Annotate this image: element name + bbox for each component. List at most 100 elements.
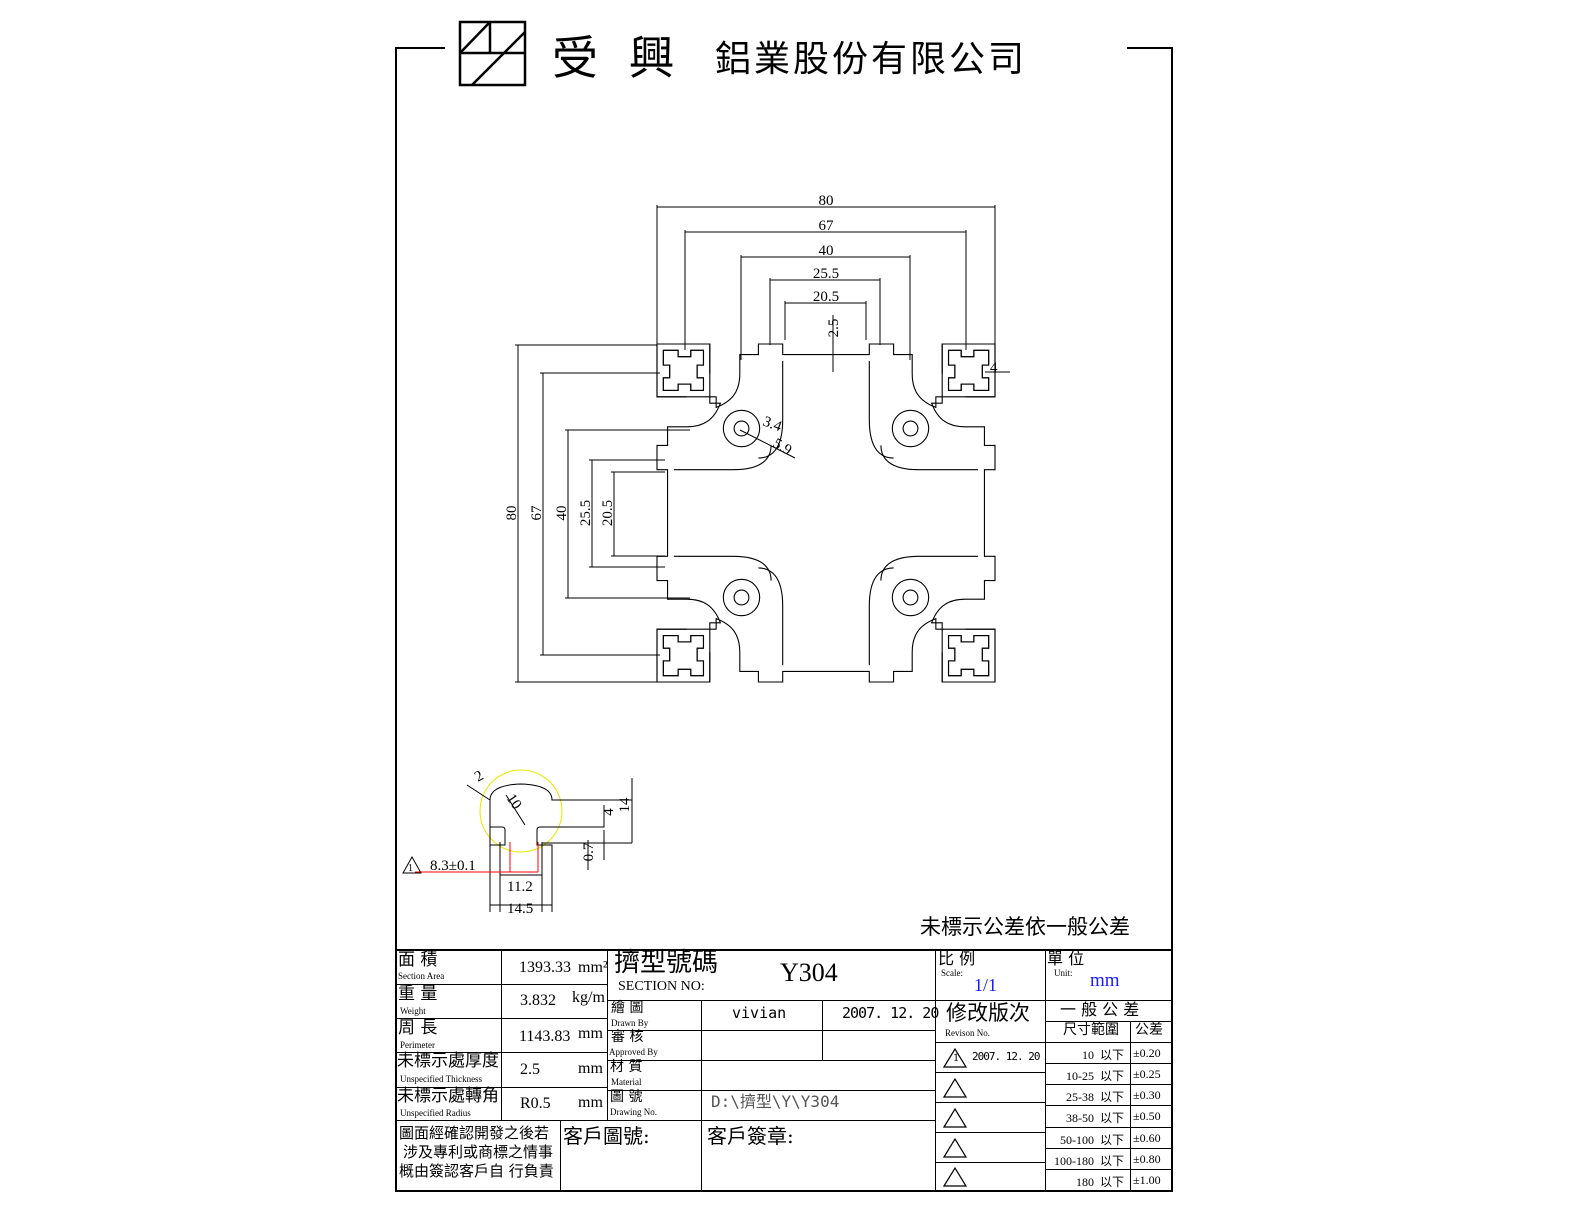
disclaimer-line: 概由簽認客戶自 行負責 bbox=[399, 1162, 554, 1180]
dimension-lines bbox=[515, 205, 1010, 683]
disclaimer: 圖面經確認開發之後若 涉及專利或商標之情事 概由簽認客戶自 行負責 bbox=[399, 1124, 554, 1181]
drawn-by-value: vivian bbox=[732, 1004, 787, 1022]
tolerance-row: 10-25 以下 bbox=[1045, 1063, 1131, 1085]
tolerance-range: 10 以下 bbox=[1081, 1048, 1124, 1062]
detail-lip: 0.7 bbox=[581, 842, 597, 861]
area-unit: mm² bbox=[578, 959, 608, 976]
tolerance-range: 50-100 以下 bbox=[1060, 1133, 1124, 1147]
unit-value: mm bbox=[1090, 970, 1120, 991]
tolerance-row: 38-50 以下 bbox=[1045, 1105, 1131, 1128]
tolerance-value: ±0.25 bbox=[1133, 1067, 1161, 1081]
drawing-no-value: D:\擠型\Y\Y304 bbox=[711, 1092, 840, 1111]
thickness-value: 2.5 bbox=[520, 1061, 540, 1078]
dim-top-25-5: 25.5 bbox=[813, 266, 839, 282]
weight-value: 3.832 bbox=[520, 992, 556, 1009]
drawn-date: 2007. 12. 20 bbox=[842, 1004, 939, 1022]
revision-triangles bbox=[942, 1047, 968, 1187]
detail-r10: 10 bbox=[503, 791, 525, 812]
tolerance-range: 180 以下 bbox=[1075, 1175, 1124, 1189]
tolerance-row: 25-38 以下 bbox=[1045, 1084, 1131, 1106]
tolerance-row: 100-180 以下 bbox=[1045, 1148, 1131, 1170]
perimeter-value: 1143.83 bbox=[519, 1028, 571, 1045]
radius-value: R0.5 bbox=[520, 1095, 551, 1112]
dim-left-67: 67 bbox=[529, 505, 545, 521]
area-value: 1393.33 bbox=[519, 959, 571, 976]
scale-label: 比 例 bbox=[938, 949, 976, 968]
dim-top-80: 80 bbox=[819, 193, 834, 209]
tolerance-range: 100-180 以下 bbox=[1054, 1154, 1124, 1168]
tolerance-col-value: 公差 bbox=[1135, 1022, 1163, 1038]
customer-drawing-no-label: 客戶圖號: bbox=[563, 1124, 650, 1148]
thickness-label-en: Unspecified Thickness bbox=[400, 1074, 483, 1084]
dim-hole-1: 3.4 bbox=[761, 414, 785, 436]
area-label: 面 積 bbox=[398, 950, 438, 970]
dim-lip: 4 bbox=[990, 360, 998, 376]
scale-label-en: Scale: bbox=[941, 968, 963, 978]
tolerance-value: ±0.60 bbox=[1133, 1131, 1161, 1145]
detail-depth: 4 bbox=[601, 808, 617, 816]
tolerance-value: ±0.50 bbox=[1133, 1109, 1161, 1123]
tolerance-range: 10-25 以下 bbox=[1066, 1069, 1124, 1083]
disclaimer-line: 涉及專利或商標之情事 bbox=[403, 1143, 554, 1161]
tolerance-cell: ±0.25 bbox=[1130, 1063, 1173, 1085]
detail-inner-width: 11.2 bbox=[507, 879, 533, 895]
scale-value: 1/1 bbox=[974, 975, 998, 995]
radius-label: 未標示處轉角 bbox=[397, 1086, 499, 1106]
revision-date: 2007. 12. 20 bbox=[972, 1050, 1040, 1063]
perimeter-label-en: Perimeter bbox=[400, 1040, 435, 1050]
general-tolerance-note: 未標示公差依一般公差 bbox=[920, 915, 1130, 939]
tolerance-range: 25-38 以下 bbox=[1066, 1090, 1124, 1104]
revision-label-en: Revison No. bbox=[945, 1028, 990, 1038]
dim-wall: 2.5 bbox=[826, 319, 842, 338]
slot-detail bbox=[402, 769, 633, 912]
weight-label-en: Weight bbox=[400, 1006, 426, 1016]
approved-by-label-en: Approved By bbox=[609, 1047, 658, 1057]
tolerance-cell: ±1.00 bbox=[1130, 1169, 1173, 1192]
thickness-label: 未標示處厚度 bbox=[397, 1051, 499, 1071]
tolerance-col-range: 尺寸範圍 bbox=[1063, 1022, 1119, 1038]
tolerance-value: ±0.30 bbox=[1133, 1088, 1161, 1102]
drawing-no-label: 圖 號 bbox=[610, 1089, 643, 1105]
detail-rev-mark: 1 bbox=[408, 863, 413, 874]
tolerance-cell: ±0.20 bbox=[1130, 1042, 1173, 1064]
section-no-label-en: SECTION NO: bbox=[618, 979, 705, 994]
tolerance-value: ±1.00 bbox=[1133, 1173, 1161, 1187]
tolerance-cell: ±0.80 bbox=[1130, 1148, 1173, 1170]
weight-unit: kg/m bbox=[572, 989, 605, 1006]
section-no-value: Y304 bbox=[780, 958, 838, 987]
detail-tolerance: 8.3±0.1 bbox=[430, 858, 476, 874]
tolerance-row: 50-100 以下 bbox=[1045, 1127, 1131, 1149]
thickness-unit: mm bbox=[578, 1060, 603, 1077]
disclaimer-line: 圖面經確認開發之後若 bbox=[399, 1124, 550, 1142]
tolerance-row: 180 以下 bbox=[1045, 1169, 1131, 1192]
tolerance-value: ±0.20 bbox=[1133, 1046, 1161, 1060]
perimeter-label: 周 長 bbox=[398, 1018, 438, 1038]
drawn-by-label-en: Drawn By bbox=[611, 1018, 649, 1028]
tolerance-cell: ±0.60 bbox=[1130, 1127, 1173, 1149]
approved-by-label: 審 核 bbox=[611, 1029, 644, 1045]
dim-top-67: 67 bbox=[819, 218, 835, 234]
dim-left-80: 80 bbox=[504, 506, 520, 521]
revision-mark: 1 bbox=[953, 1053, 960, 1064]
material-label-en: Material bbox=[611, 1077, 642, 1087]
tolerance-value: ±0.80 bbox=[1133, 1152, 1161, 1166]
detail-outer-width: 14.5 bbox=[507, 901, 533, 917]
dim-top-40: 40 bbox=[819, 243, 834, 259]
dim-left-40: 40 bbox=[554, 506, 570, 521]
drawing-no-label-en: Drawing No. bbox=[610, 1107, 657, 1117]
dim-top-20-5: 20.5 bbox=[813, 289, 839, 305]
tolerance-title: 一 般 公 差 bbox=[1060, 1000, 1140, 1019]
perimeter-unit: mm bbox=[578, 1025, 603, 1042]
dim-left-25-5: 25.5 bbox=[578, 500, 594, 526]
tolerance-cell: ±0.30 bbox=[1130, 1084, 1173, 1106]
company-logo bbox=[458, 20, 527, 87]
unit-label: 單 位 bbox=[1047, 949, 1085, 968]
dim-left-20-5: 20.5 bbox=[600, 500, 616, 526]
tolerance-cell: ±0.50 bbox=[1130, 1105, 1173, 1128]
customer-signature-label: 客戶簽章: bbox=[707, 1124, 794, 1148]
drawn-by-label: 繪 圖 bbox=[611, 1000, 644, 1016]
detail-height: 14 bbox=[617, 797, 633, 813]
radius-unit: mm bbox=[578, 1094, 603, 1111]
